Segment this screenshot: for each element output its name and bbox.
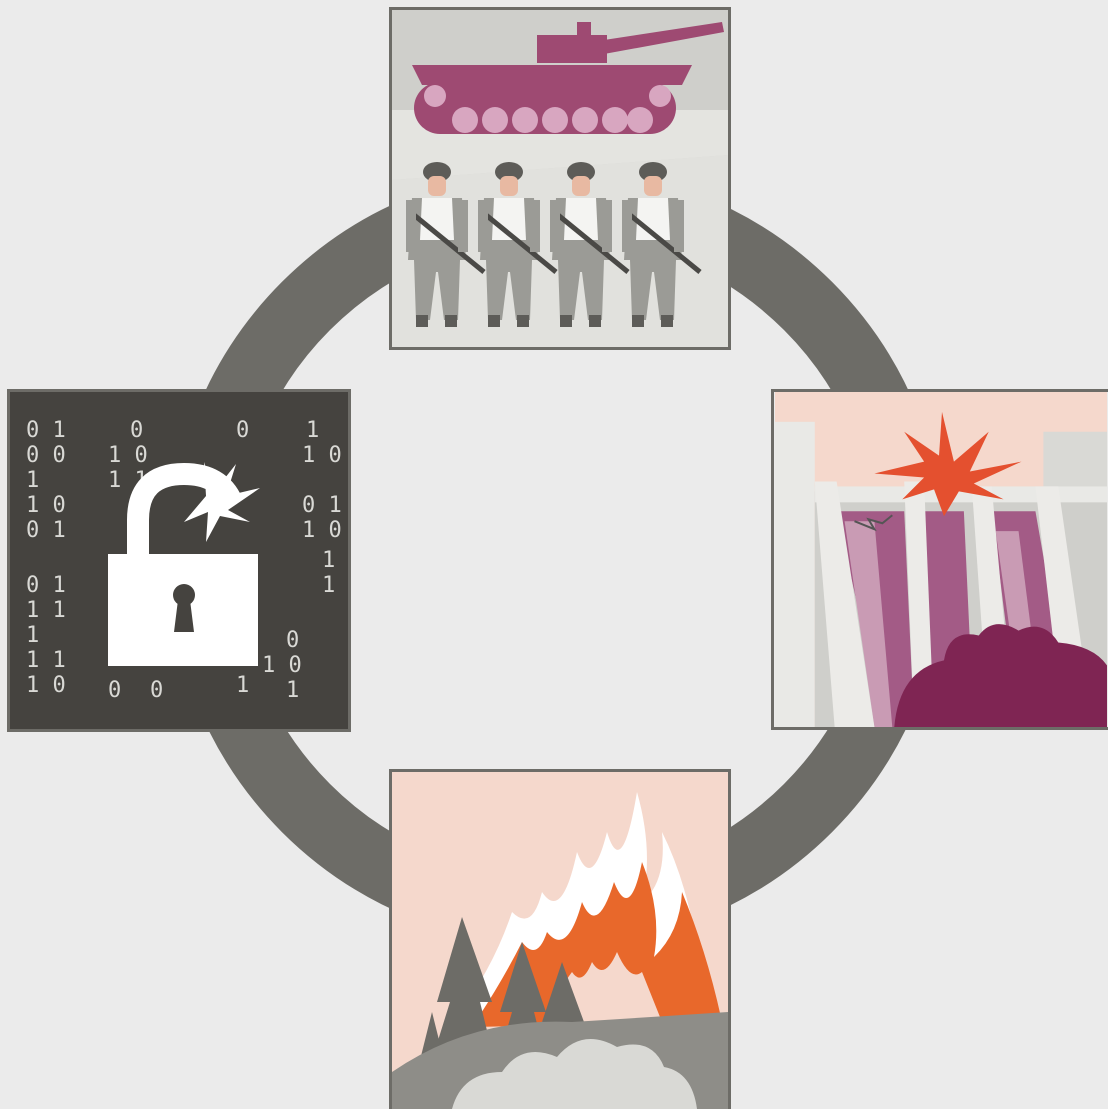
binary-text: 0 1 [302, 493, 342, 518]
binary-text: 0 1 [26, 518, 66, 543]
binary-text: 1 [306, 418, 319, 443]
binary-text: 1 0 [302, 518, 342, 543]
binary-text: 0 [150, 678, 163, 703]
wildfire-tile [389, 769, 731, 1109]
soldiers-icon [406, 162, 700, 327]
binary-text: 1 0 [26, 673, 66, 698]
binary-text: 0 1 [26, 573, 66, 598]
binary-text: 0 [130, 418, 143, 443]
binary-text: 0 1 [26, 418, 66, 443]
binary-text: 1 [322, 548, 335, 573]
dam-failure-tile [771, 389, 1108, 730]
cyber-attack-tile: 0 1 0 0 1 1 0 0 1 0 1 1 1 1 1 1 1 0 0 1 … [7, 389, 351, 732]
binary-text: 1 1 [26, 648, 66, 673]
binary-text: 1 0 [26, 493, 66, 518]
binary-text: 1 0 [302, 443, 342, 468]
binary-text: 1 0 [262, 653, 302, 678]
binary-digits: 0 1 0 0 1 1 0 0 1 0 1 1 1 1 1 1 1 0 0 1 … [26, 418, 342, 703]
binary-text: 0 [108, 678, 121, 703]
exploding-dam-icon [774, 392, 1108, 727]
binary-text: 1 [236, 673, 249, 698]
tank-and-soldiers-icon [392, 10, 728, 347]
binary-text: 0 [236, 418, 249, 443]
binary-text: 1 [26, 468, 39, 493]
broken-padlock-binary-icon: 0 1 0 0 1 1 0 0 1 0 1 1 1 1 1 1 1 0 0 1 … [10, 392, 348, 729]
padlock-icon [108, 462, 260, 666]
binary-text: 1 [26, 623, 39, 648]
binary-text: 0 0 [26, 443, 66, 468]
binary-text: 1 1 [26, 598, 66, 623]
binary-text: 1 0 [108, 443, 148, 468]
military-conflict-tile [389, 7, 731, 350]
binary-text: 0 [286, 628, 299, 653]
binary-text: 1 [286, 678, 299, 703]
explosion-icon [874, 411, 1022, 517]
tank-icon [412, 22, 724, 134]
binary-text: 1 [322, 573, 335, 598]
forest-fire-icon [392, 772, 728, 1109]
